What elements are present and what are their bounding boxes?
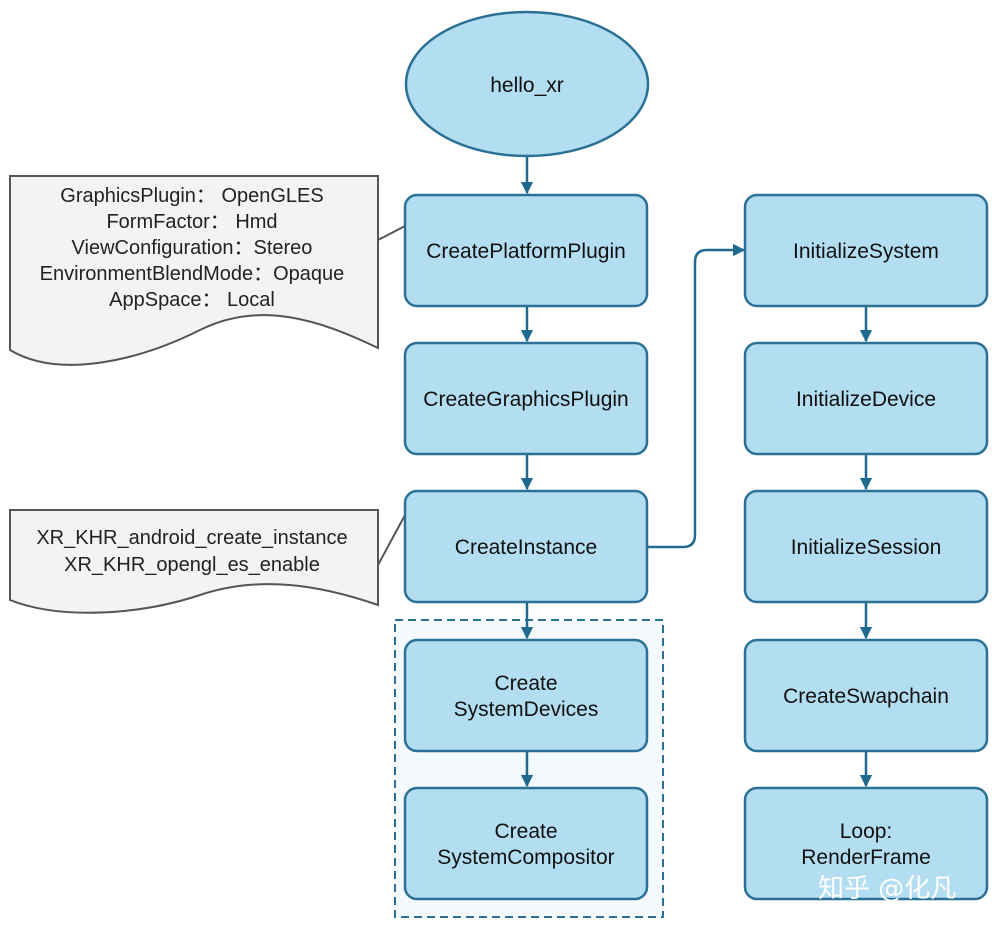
node-loop-render-frame-label-line2: RenderFrame — [801, 846, 931, 869]
node-initialize-system: InitializeSystem — [743, 193, 989, 308]
node-create-swapchain: CreateSwapchain — [743, 638, 989, 753]
node-create-graphics-plugin-label: CreateGraphicsPlugin — [423, 388, 628, 411]
note-line-graphics-plugin: GraphicsPlugin： OpenGLES — [60, 185, 323, 207]
node-initialize-system-label: InitializeSystem — [793, 240, 939, 263]
arrow-instance-to-initialize-system — [645, 243, 746, 549]
platform-options-note: GraphicsPlugin： OpenGLES FormFactor： Hmd… — [9, 175, 379, 366]
node-loop-render-frame-label-line1: Loop: — [840, 820, 893, 843]
node-create-instance-label: CreateInstance — [455, 536, 597, 559]
note-line-environment-blend-mode: EnvironmentBlendMode：Opaque — [40, 263, 345, 285]
node-create-graphics-plugin: CreateGraphicsPlugin — [403, 341, 649, 456]
node-create-system-devices-label-line2: SystemDevices — [454, 698, 599, 721]
node-create-platform-plugin: CreatePlatformPlugin — [403, 193, 649, 308]
note-line-app-space: AppSpace： Local — [109, 289, 275, 311]
node-hello-xr-label: hello_xr — [490, 74, 564, 97]
node-create-system-compositor-label-line2: SystemCompositor — [437, 846, 614, 869]
watermark: 知乎 @化凡 — [818, 874, 956, 904]
node-create-system-devices-label-line1: Create — [494, 672, 557, 695]
node-create-instance: CreateInstance — [403, 489, 649, 604]
node-initialize-device: InitializeDevice — [743, 341, 989, 456]
note-line-android-create-instance: XR_KHR_android_create_instance — [36, 527, 347, 549]
note-line-opengl-es-enable: XR_KHR_opengl_es_enable — [64, 554, 320, 576]
node-create-system-compositor: Create SystemCompositor — [403, 786, 649, 901]
instance-note-connector — [377, 514, 406, 566]
note-line-view-configuration: ViewConfiguration：Stereo — [72, 237, 313, 259]
node-create-system-compositor-label-line1: Create — [494, 820, 557, 843]
note-line-form-factor: FormFactor： Hmd — [106, 211, 277, 233]
node-hello-xr: hello_xr — [404, 10, 650, 158]
node-create-platform-plugin-label: CreatePlatformPlugin — [426, 240, 626, 263]
node-create-swapchain-label: CreateSwapchain — [783, 685, 949, 708]
platform-note-connector — [377, 225, 406, 241]
node-initialize-session: InitializeSession — [743, 489, 989, 604]
arrows — [520, 157, 873, 788]
node-create-system-devices: Create SystemDevices — [403, 638, 649, 753]
node-initialize-session-label: InitializeSession — [791, 536, 942, 559]
node-loop-render-frame: Loop: RenderFrame — [743, 786, 989, 901]
node-initialize-device-label: InitializeDevice — [796, 388, 936, 411]
instance-extensions-note: XR_KHR_android_create_instance XR_KHR_op… — [9, 509, 379, 614]
